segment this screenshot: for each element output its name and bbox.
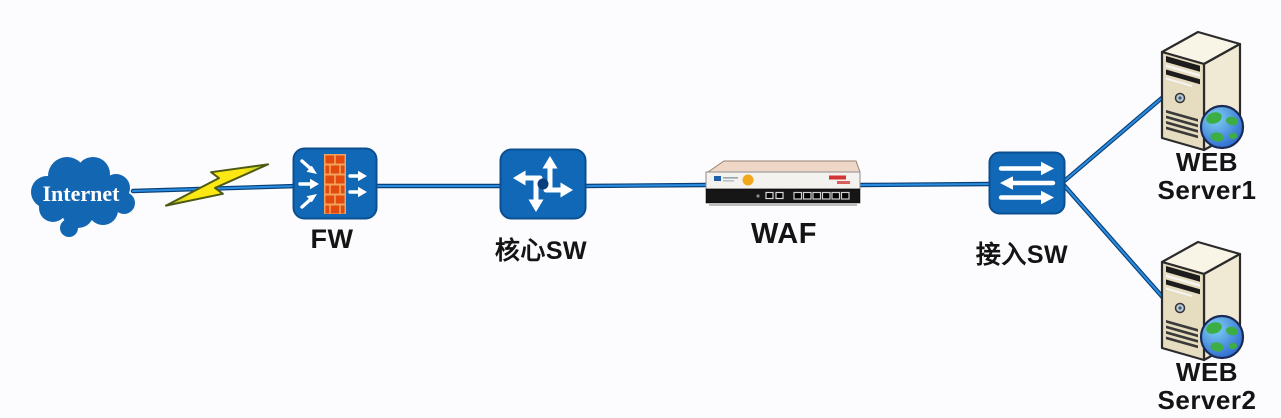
vendor-logo xyxy=(714,176,738,182)
waf-node: WAF xyxy=(702,158,864,250)
server-label-line2: Server2 xyxy=(1157,385,1257,415)
globe-icon xyxy=(1199,104,1245,150)
brick-wall xyxy=(324,154,346,214)
server-label-line1: WEB xyxy=(1175,147,1239,177)
network-ports xyxy=(756,191,850,200)
server-icon xyxy=(1160,30,1245,152)
web-server-1-node: WEB Server1 xyxy=(1146,22,1256,204)
web-server-2-label: WEB Server2 xyxy=(1158,358,1257,414)
routing-arrows xyxy=(513,156,573,212)
center-dot xyxy=(537,178,549,190)
access-switch-node: 接入SW xyxy=(976,151,1068,269)
core-switch-label: 核心SW xyxy=(494,237,588,265)
web-server-1-label: WEB Server1 xyxy=(1158,148,1257,204)
traffic-arrows xyxy=(298,159,367,209)
web-server-2-node: WEB Server2 xyxy=(1146,232,1256,414)
waf-appliance-icon xyxy=(705,160,861,206)
waf-label: WAF xyxy=(751,218,817,250)
chassis-base xyxy=(709,203,857,206)
globe-icon xyxy=(1199,314,1245,360)
firewall-label: FW xyxy=(310,224,354,254)
layer2-switch-icon xyxy=(988,151,1066,215)
firewall-icon xyxy=(292,147,378,220)
lightning-bolt-icon xyxy=(164,163,270,207)
core-switch-node: 核心SW xyxy=(495,148,587,265)
access-switch-label: 接入SW xyxy=(975,241,1069,269)
power-button xyxy=(742,174,754,186)
brand-mark xyxy=(829,175,850,184)
layer3-switch-icon xyxy=(499,148,587,220)
server-label-line1: WEB xyxy=(1175,357,1239,387)
lightning-shape xyxy=(164,163,270,207)
chassis-top xyxy=(706,160,861,173)
firewall-node: FW xyxy=(292,147,378,254)
internet-cloud-icon: Internet xyxy=(31,157,135,237)
server-label-line2: Server1 xyxy=(1157,175,1257,205)
cloud-shape xyxy=(31,157,135,237)
internet-label: Internet xyxy=(43,181,121,206)
server-icon xyxy=(1160,240,1245,362)
switching-arrows xyxy=(998,161,1056,205)
front-panel-details xyxy=(1166,266,1200,349)
front-panel-details xyxy=(1166,56,1200,139)
lightning-node xyxy=(162,158,272,210)
internet-node: Internet xyxy=(20,144,142,240)
